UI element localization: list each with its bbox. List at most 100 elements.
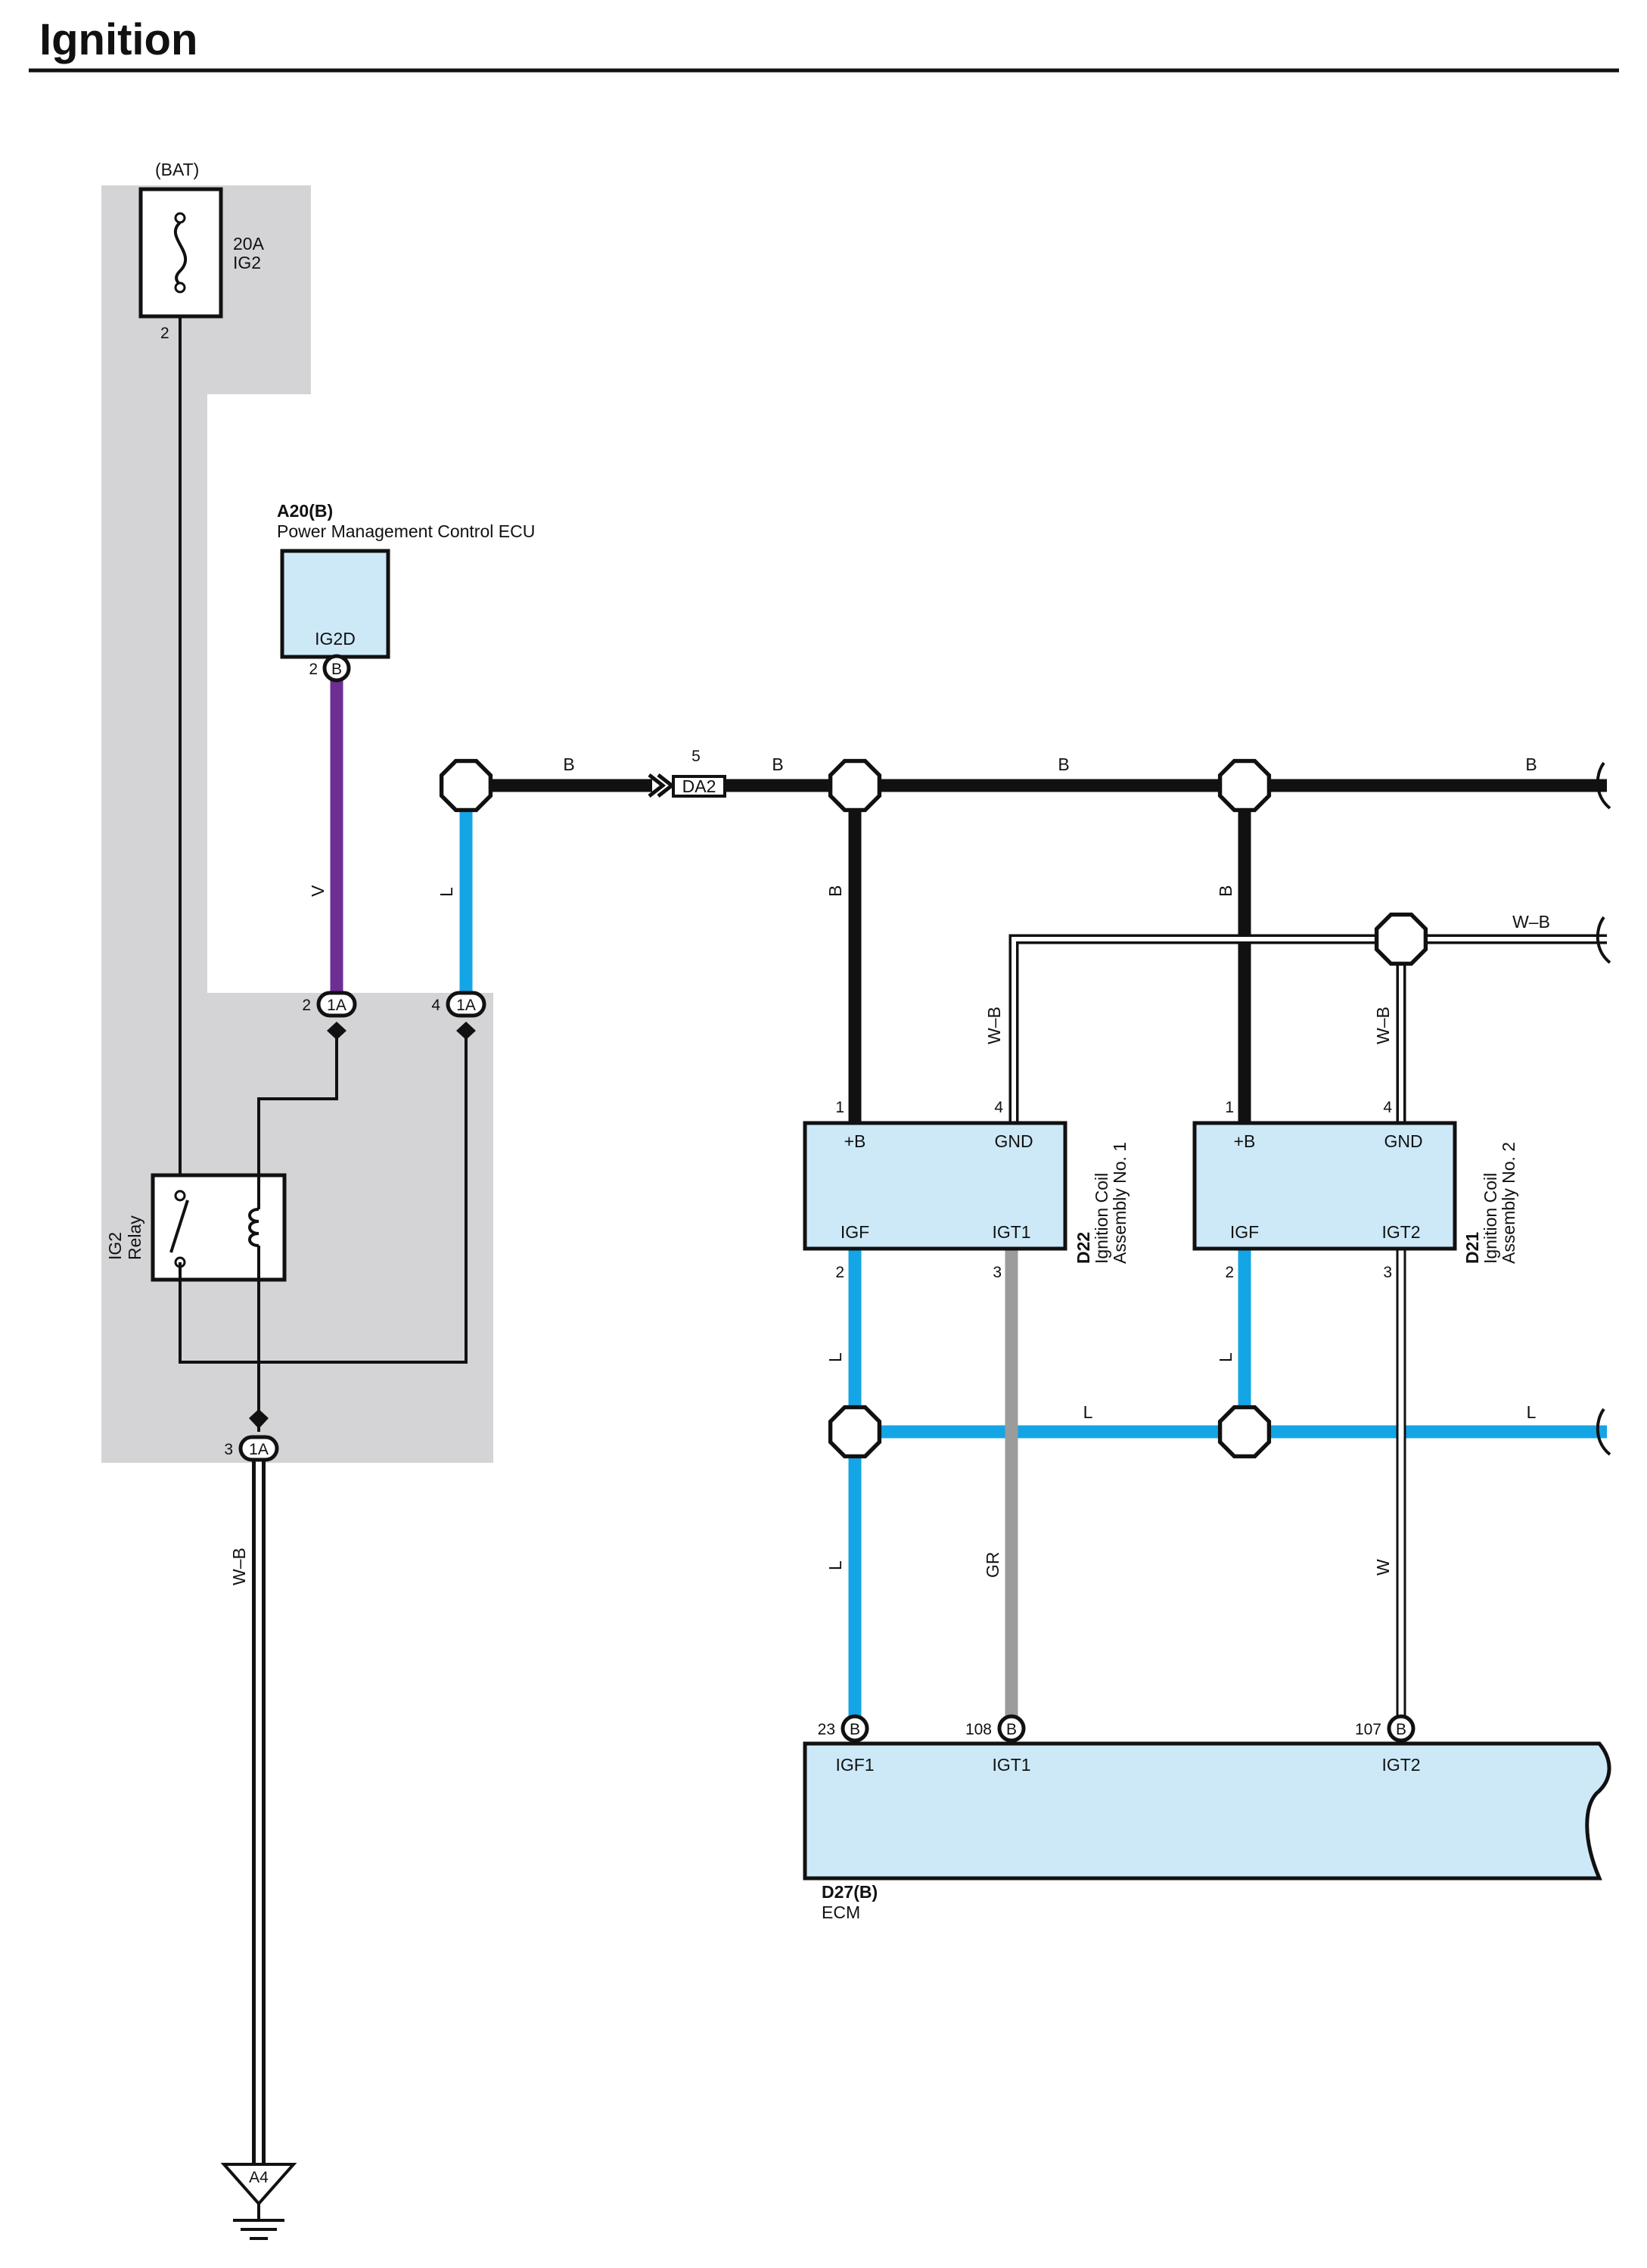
- coil2-terminal-igf: IGF: [1230, 1222, 1259, 1242]
- wire-relay-to-pin4: [179, 1028, 468, 1364]
- continuation-icon: [1596, 1408, 1611, 1456]
- splice-node: [831, 761, 880, 810]
- wire-label-b: B: [1525, 754, 1537, 774]
- wire-label-l-coil2: L: [1216, 1352, 1235, 1362]
- connector-pin-number: 2: [309, 661, 318, 678]
- wire-label-l-coil1: L: [825, 1352, 845, 1362]
- coil2-pin-igt: 3: [1383, 1264, 1392, 1281]
- coil2-pin-igf: 2: [1225, 1264, 1234, 1281]
- svg-text:B: B: [850, 1721, 860, 1738]
- relay-switch-icon: [169, 1190, 189, 1268]
- connector-label: B: [331, 661, 342, 678]
- junction-block-area: [101, 185, 493, 1463]
- ecm-pin-107: 107: [1355, 1721, 1381, 1738]
- ecm-box: [803, 1741, 1611, 1881]
- splice-arrow-icon: [648, 773, 676, 798]
- ground-name: A4: [249, 2169, 269, 2186]
- splice-node: [1220, 1408, 1269, 1457]
- coil2-terminal-igt: IGT2: [1381, 1222, 1420, 1242]
- coil1-pin-igt: 3: [993, 1264, 1002, 1281]
- coil2-terminal-gnd: GND: [1384, 1131, 1422, 1151]
- ecm-connector-pin: B: [841, 1714, 869, 1743]
- ecm-pin-23: 23: [818, 1721, 835, 1738]
- fuse-icon: [173, 212, 187, 294]
- ignition-coil-1-box: [803, 1121, 1067, 1251]
- ecm-code: D27(B): [822, 1882, 878, 1902]
- coil1-terminal-b: +B: [844, 1131, 866, 1151]
- connector-arrow-icon: [327, 1022, 346, 1040]
- coil1-name-line2: Assembly No. 1: [1110, 1142, 1130, 1264]
- coil1-terminal-gnd: GND: [994, 1131, 1033, 1151]
- coil2-pin-gnd: 4: [1383, 1099, 1392, 1116]
- ecm-name: ECM: [822, 1902, 860, 1922]
- relay-coil-icon: [248, 1208, 259, 1247]
- wire-label-v: V: [308, 885, 328, 897]
- connector-arrow-icon: [249, 1409, 269, 1429]
- svg-text:B: B: [1006, 1721, 1017, 1738]
- coil1-pin-gnd: 4: [994, 1099, 1003, 1116]
- ecm-connector-pin: B: [997, 1714, 1026, 1743]
- wire-label-l: L: [437, 887, 456, 897]
- coil2-terminal-b: +B: [1234, 1131, 1256, 1151]
- connector-label: 1A: [249, 1441, 269, 1458]
- splice-node: [442, 761, 491, 810]
- wire-label-wb-ground: W–B: [229, 1548, 249, 1585]
- wire-label-gr: GR: [983, 1552, 1002, 1579]
- connector-label: 1A: [327, 997, 346, 1014]
- power-ecu-code: A20(B): [277, 501, 333, 521]
- connector-pin: B 2: [309, 654, 351, 683]
- ig2-relay-box: [151, 1173, 287, 1282]
- relay-name-line2: Relay: [125, 1215, 145, 1260]
- ecm-connector-pin: B: [1387, 1714, 1415, 1743]
- coil1-terminal-igt: IGT1: [992, 1222, 1030, 1242]
- continuation-icon: [1596, 761, 1611, 810]
- ecm-terminal-igt1: IGT1: [992, 1755, 1030, 1775]
- coil2-name-line2: Assembly No. 2: [1499, 1142, 1518, 1264]
- wire-label-wb-right: W–B: [1512, 912, 1550, 932]
- coil1-pin-igf: 2: [835, 1264, 844, 1281]
- ecm-terminal-igt2: IGT2: [1381, 1755, 1420, 1775]
- wire-label-b-coil1: B: [825, 885, 845, 897]
- relay-name-line1: IG2: [105, 1232, 125, 1260]
- wire-label-b: B: [1058, 754, 1069, 774]
- coil1-name-line1: Ignition Coil: [1092, 1173, 1111, 1264]
- ignition-coil-2-box: [1192, 1121, 1457, 1251]
- junction-connector: 1A 4: [431, 991, 486, 1018]
- wire-label-w: W: [1373, 1559, 1393, 1576]
- coil2-name-line1: Ignition Coil: [1481, 1173, 1500, 1264]
- wire-label-l-ecm: L: [825, 1560, 845, 1570]
- coil1-pin-b: 1: [835, 1099, 844, 1116]
- fuse-name: IG2: [233, 253, 261, 272]
- splice-pin: 5: [691, 748, 701, 765]
- page-title: Ignition: [39, 15, 197, 64]
- splice-node: [1377, 915, 1426, 964]
- wire-label-l-bus: L: [1083, 1402, 1093, 1422]
- fuse-box: [138, 187, 223, 319]
- splice-node: [831, 1408, 880, 1457]
- connector-pin-number: 3: [224, 1441, 233, 1458]
- coil1-code: D22: [1074, 1232, 1093, 1264]
- wire-label-b: B: [772, 754, 783, 774]
- splice-name: DA2: [682, 776, 716, 796]
- connector-arrow-icon: [456, 1022, 476, 1040]
- svg-text:B: B: [1396, 1721, 1406, 1738]
- coil1-terminal-igf: IGF: [841, 1222, 869, 1242]
- continuation-icon: [1596, 916, 1611, 964]
- fuse-source-label: (BAT): [155, 160, 199, 179]
- connector-pin-number: 4: [431, 997, 440, 1014]
- coil2-pin-b: 1: [1225, 1099, 1234, 1116]
- splice-da2-box: [672, 775, 726, 798]
- connector-pin-number: 2: [302, 997, 311, 1014]
- wire-label-b: B: [563, 754, 574, 774]
- splice-node: [1220, 761, 1269, 810]
- wire-wb-coil-ground: [1008, 934, 1607, 1123]
- ecm-pin-108: 108: [965, 1721, 992, 1738]
- connector-label: 1A: [456, 997, 476, 1014]
- wire-label-wb-coil2: W–B: [1373, 1006, 1393, 1044]
- coil2-code: D21: [1462, 1232, 1482, 1264]
- junction-connector: 1A 3: [224, 1435, 279, 1462]
- ecm-terminal-igf1: IGF1: [835, 1755, 874, 1775]
- junction-connector: 1A 2: [302, 991, 357, 1018]
- fuse-pin: 2: [160, 325, 169, 342]
